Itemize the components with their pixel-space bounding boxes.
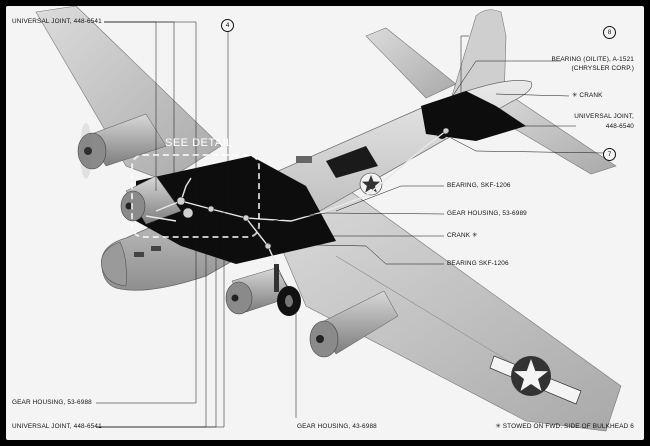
callout-crank-top: ✳ Crank	[572, 92, 603, 99]
callout-bearing-oilite-maker: (Chrysler Corp.)	[571, 65, 634, 72]
callout-gear-housing-53-6988: Gear Housing, 53-6988	[12, 399, 92, 406]
see-detail-box	[131, 154, 260, 238]
callout-number-8: 8	[603, 26, 616, 39]
star-insignia-wing	[489, 355, 582, 405]
callout-universal-joint-top: Universal Joint, 448-6541	[12, 18, 102, 25]
footnote-stowed: ✳ Stowed on Fwd. Side of Bulkhead 6	[495, 423, 634, 430]
diagram-sheet: SEE DETAIL Universal Joint, 448-6541 4 8…	[6, 6, 644, 440]
callout-crank-mid: Crank ✳	[447, 232, 478, 239]
callout-number-7: 7	[603, 148, 616, 161]
callout-gear-housing-53-6989: Gear Housing, 53-6989	[447, 210, 527, 217]
callout-universal-joint-bottom: Universal Joint, 448-6541	[12, 423, 102, 430]
callout-number-4: 4	[221, 19, 234, 32]
nose	[101, 241, 127, 287]
leader-lines	[96, 21, 605, 428]
engine-1	[77, 113, 167, 179]
engine-2	[120, 175, 182, 225]
engine-4	[309, 290, 399, 358]
callout-gear-housing-43-6988: Gear Housing, 43-6988	[297, 423, 377, 430]
callout-bearing-skf-2: Bearing SKF-1206	[447, 260, 509, 267]
callout-bearing-oilite: Bearing (Oilite), A-1521	[551, 56, 634, 63]
left-stabilizer	[365, 27, 457, 99]
callout-bearing-skf-1: Bearing, SKF-1206	[447, 182, 511, 189]
callout-universal-joint-6540-part: 448-6540	[605, 123, 634, 130]
see-detail-label: SEE DETAIL	[165, 137, 233, 149]
mechanism-linkage	[145, 130, 447, 265]
callout-universal-joint-6540: Universal Joint,	[574, 113, 634, 120]
aircraft-illustration	[35, 6, 622, 432]
main-gear	[274, 264, 301, 316]
